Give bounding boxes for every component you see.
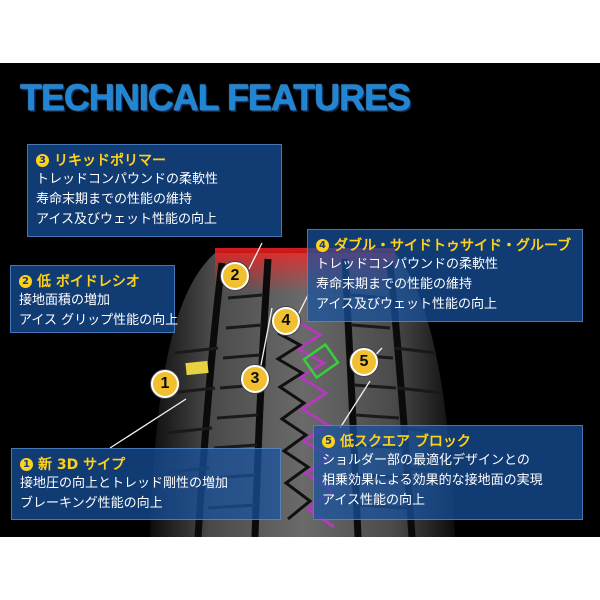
feature-box-double-groove: 4 ダブル・サイドトゥサイド・グルーブ トレッドコンパウンドの柔軟性 寿命末期ま… bbox=[307, 229, 583, 322]
feature-line: 接地圧の向上とトレッド剛性の増加 bbox=[20, 476, 229, 491]
feature-line: アイス グリップ性能の向上 bbox=[19, 313, 179, 328]
feature-line: ショルダー部の最適化デザインとの bbox=[322, 453, 530, 468]
page-title: TECHNICAL FEATURES bbox=[20, 77, 411, 118]
feature-heading: 4 ダブル・サイドトゥサイド・グルーブ bbox=[316, 235, 582, 255]
feature-box-low-square-block: 5 低スクエア ブロック ショルダー部の最適化デザインとの 相乗効果による効果的… bbox=[313, 425, 583, 520]
feature-line: 相乗効果による効果的な接地面の実現 bbox=[322, 473, 543, 488]
feature-title: 低 ボイドレシオ bbox=[37, 274, 140, 290]
feature-title: 低スクエア ブロック bbox=[340, 434, 471, 450]
feature-line: アイス及びウェット性能の向上 bbox=[36, 212, 217, 227]
marker-4: 4 bbox=[272, 307, 300, 335]
feature-line: 寿命末期までの性能の維持 bbox=[36, 192, 193, 207]
feature-line: トレッドコンパウンドの柔軟性 bbox=[316, 257, 499, 272]
feature-heading: 1 新 3D サイプ bbox=[20, 454, 280, 474]
feature-number-badge: 2 bbox=[19, 274, 32, 288]
feature-number-badge: 3 bbox=[36, 153, 49, 167]
marker-2: 2 bbox=[221, 262, 249, 290]
feature-box-liquid-polymer: 3 リキッドポリマー トレッドコンパウンドの柔軟性 寿命末期までの性能の維持 ア… bbox=[27, 144, 282, 237]
feature-line: 寿命末期までの性能の維持 bbox=[316, 277, 473, 292]
feature-heading: 3 リキッドポリマー bbox=[36, 150, 281, 170]
feature-line: ブレーキング性能の向上 bbox=[20, 496, 163, 511]
feature-heading: 5 低スクエア ブロック bbox=[322, 431, 582, 451]
feature-line: アイス及びウェット性能の向上 bbox=[316, 297, 497, 312]
marker-1: 1 bbox=[151, 370, 179, 398]
feature-line: アイス性能の向上 bbox=[322, 493, 425, 508]
feature-title: ダブル・サイドトゥサイド・グルーブ bbox=[334, 238, 572, 254]
marker-5: 5 bbox=[350, 348, 378, 376]
feature-title: リキッドポリマー bbox=[54, 153, 166, 169]
feature-box-3d-sipe: 1 新 3D サイプ 接地圧の向上とトレッド剛性の増加 ブレーキング性能の向上 bbox=[11, 448, 281, 520]
feature-line: 接地面積の増加 bbox=[19, 293, 111, 308]
feature-number-badge: 4 bbox=[316, 238, 329, 252]
feature-box-low-void-ratio: 2 低 ボイドレシオ 接地面積の増加 アイス グリップ性能の向上 bbox=[10, 265, 179, 333]
feature-number-badge: 5 bbox=[322, 434, 335, 448]
feature-line: トレッドコンパウンドの柔軟性 bbox=[36, 172, 219, 187]
feature-heading: 2 低 ボイドレシオ bbox=[19, 271, 174, 291]
marker-3: 3 bbox=[241, 365, 269, 393]
feature-title: 新 3D サイプ bbox=[38, 457, 126, 473]
feature-graphic: TECHNICAL FEATURES 3 リキッドポリマー トレッドコンパウンド… bbox=[0, 63, 600, 537]
feature-number-badge: 1 bbox=[20, 457, 33, 471]
